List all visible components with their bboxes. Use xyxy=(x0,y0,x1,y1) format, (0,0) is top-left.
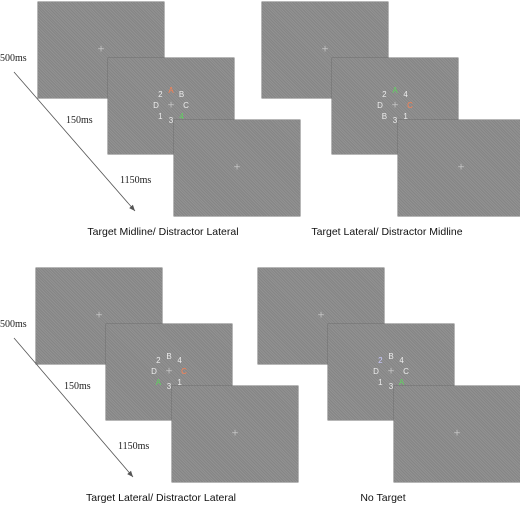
fixation-cross: + xyxy=(97,44,105,55)
stimulus-letter: 1 xyxy=(403,111,408,121)
stimulus-letter: 3 xyxy=(168,116,174,125)
blank-frame: + xyxy=(398,120,520,216)
stimulus-letter: C xyxy=(403,367,409,376)
fixation-cross: + xyxy=(391,100,399,111)
fixation-cross: + xyxy=(231,428,239,439)
stimulus-letter: C xyxy=(407,101,413,110)
blank-frame: + xyxy=(394,386,520,482)
blank-duration-label: 1150ms xyxy=(118,441,150,452)
stimulus-duration-label: 150ms xyxy=(64,381,91,392)
stimulus-letter: B xyxy=(381,111,388,121)
stimulus-letter: 1 xyxy=(378,377,383,387)
panel-caption: Target Lateral/ Distractor Lateral xyxy=(86,492,236,504)
stimulus-letter: D xyxy=(377,101,383,110)
stimulus-letter: D xyxy=(151,367,157,376)
stimulus-letter: 3 xyxy=(166,382,172,391)
fixation-duration-label: 500ms xyxy=(0,319,27,330)
fixation-cross: + xyxy=(453,428,461,439)
stimulus-letter: 2 xyxy=(382,90,387,100)
stimulus-letter: A xyxy=(398,377,405,387)
fixation-cross: + xyxy=(457,162,465,173)
stimulus-letter: B xyxy=(178,90,185,100)
stimulus-letter: 1 xyxy=(177,377,182,387)
stimulus-letter: 1 xyxy=(158,111,163,121)
stimulus-letter: 4 xyxy=(177,356,182,366)
stimulus-duration-label: 150ms xyxy=(66,115,93,126)
time-arrow-line xyxy=(13,71,136,212)
panel-caption: No Target xyxy=(360,492,406,504)
stimulus-letter: 2 xyxy=(158,90,163,100)
stimulus-letter: B xyxy=(166,352,172,361)
panel-caption: Target Lateral/ Distractor Midline xyxy=(311,226,463,238)
stimulus-letter: C xyxy=(181,367,187,376)
stimulus-letter: B xyxy=(388,352,394,361)
fixation-cross: + xyxy=(317,310,325,321)
fixation-cross: + xyxy=(165,366,173,377)
stimulus-letter: 4 xyxy=(179,111,184,121)
stimulus-letter: D xyxy=(373,367,379,376)
stimulus-letter: 4 xyxy=(399,356,404,366)
time-arrow-head xyxy=(127,470,133,477)
time-arrow-head xyxy=(129,204,135,211)
fixation-cross: + xyxy=(95,310,103,321)
stimulus-letter: 2 xyxy=(378,356,383,366)
blank-frame: + xyxy=(172,386,298,482)
fixation-cross: + xyxy=(387,366,395,377)
stimulus-letter: A xyxy=(392,86,398,95)
stimulus-letter: 4 xyxy=(403,90,408,100)
blank-frame: + xyxy=(174,120,300,216)
fixation-cross: + xyxy=(321,44,329,55)
stimulus-letter: A xyxy=(168,86,174,95)
stimulus-letter: D xyxy=(153,101,159,110)
fixation-duration-label: 500ms xyxy=(0,53,27,64)
stimulus-letter: 2 xyxy=(156,356,161,366)
fixation-cross: + xyxy=(167,100,175,111)
stimulus-letter: A xyxy=(155,377,162,387)
blank-duration-label: 1150ms xyxy=(120,175,152,186)
fixation-frame: + xyxy=(38,2,164,98)
stimulus-letter: 3 xyxy=(388,382,394,391)
fixation-cross: + xyxy=(233,162,241,173)
panel-caption: Target Midline/ Distractor Lateral xyxy=(87,226,239,238)
stimulus-letter: 3 xyxy=(392,116,398,125)
stimulus-letter: C xyxy=(183,101,189,110)
time-arrow-line xyxy=(13,337,134,478)
